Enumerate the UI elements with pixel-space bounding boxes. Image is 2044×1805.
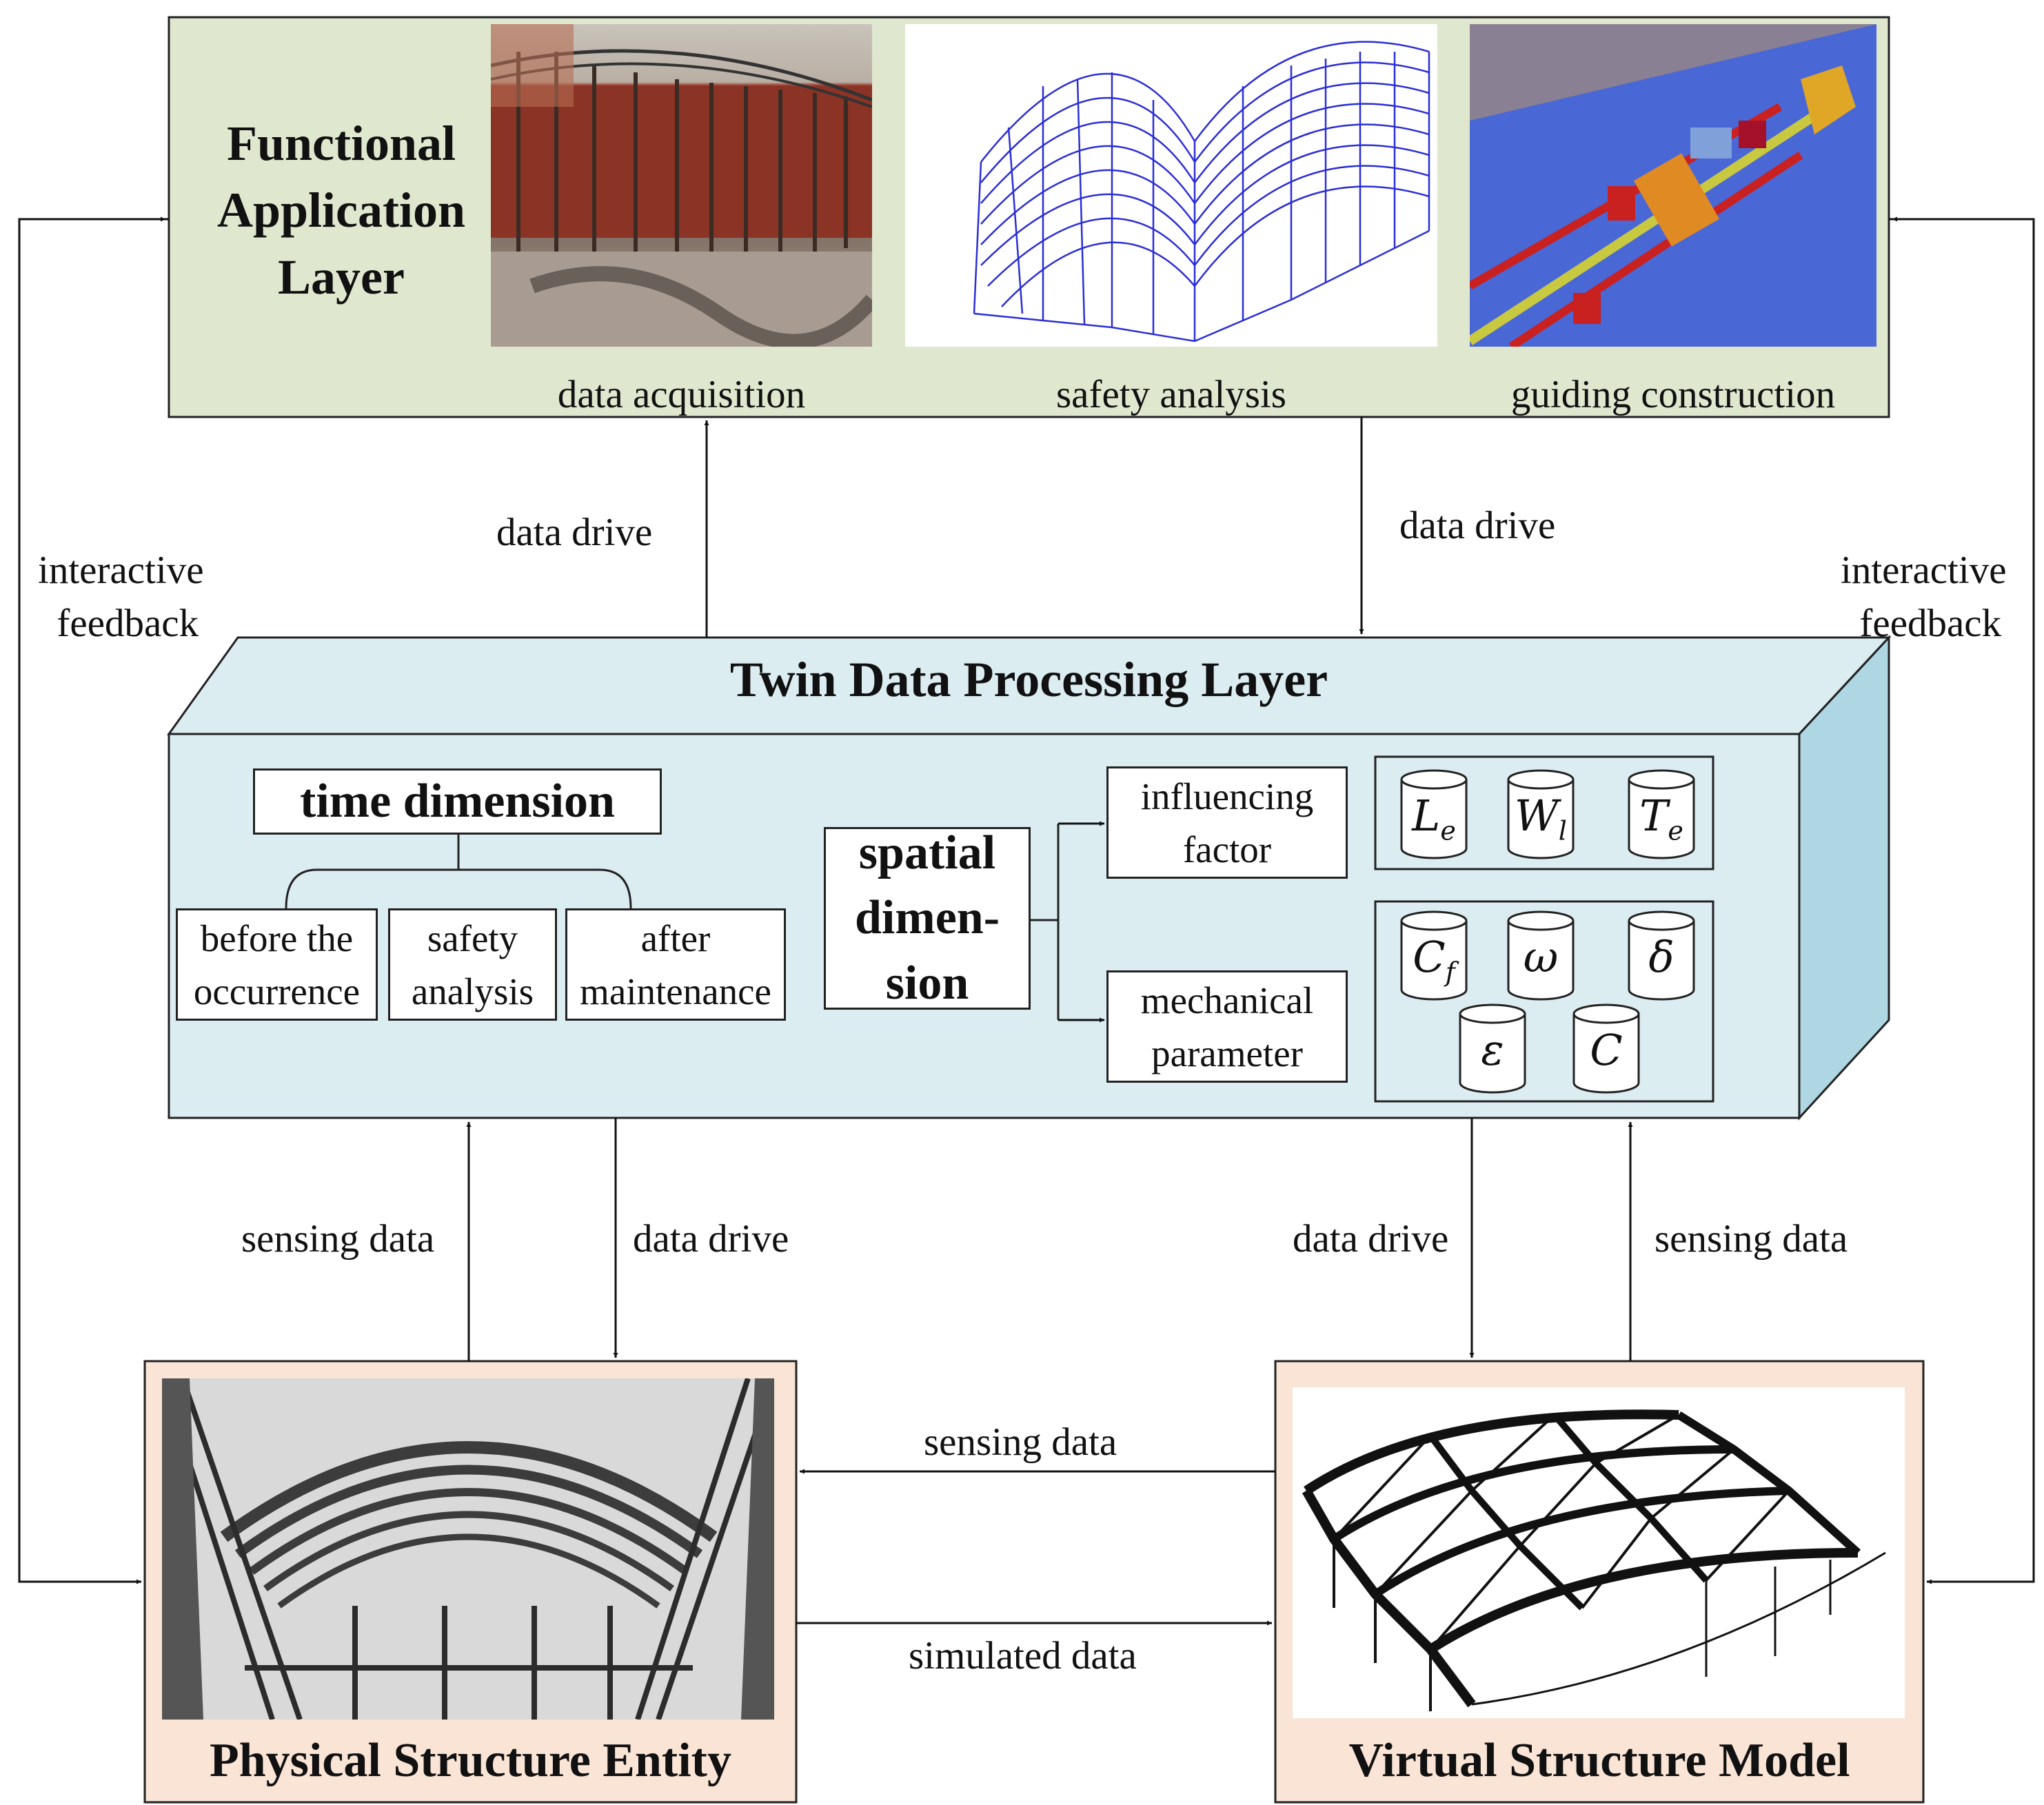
right-feedback-loop [1889, 218, 2035, 1584]
phase-before-line2: occurrence [193, 970, 361, 1012]
symbol-cylinder-mechanical-0: Cf [1399, 910, 1468, 1001]
phase-after-line2: maintenance [580, 970, 771, 1012]
spatial-branch [1031, 824, 1060, 1020]
label-twin-to-functional: data drive [496, 511, 653, 554]
phase-safety-analysis: safety analysis [388, 908, 557, 1021]
symbol-influencing-2: Te [1639, 791, 1683, 846]
phase-before-line1: before the [200, 917, 354, 959]
symbol-mechanical-0: Cf [1413, 932, 1455, 988]
symbol-cylinder-influencing-2: Te [1627, 768, 1696, 859]
symbol-mechanical-4: C [1590, 1025, 1623, 1075]
influencing-line1: influencing [1140, 775, 1314, 817]
influencing-factor-box: influencing factor [1106, 766, 1348, 879]
spatial-line1: spatial [858, 826, 996, 879]
label-functional-to-twin: data drive [1399, 504, 1556, 547]
functional-layer-title: Functional Application Layer [216, 116, 466, 305]
virtual-structure-model [1293, 1387, 1905, 1718]
symbol-influencing-0: Le [1412, 791, 1456, 846]
phase-safety-line2: analysis [411, 970, 534, 1012]
data-acquisition-caption: data acquisition [557, 373, 806, 416]
symbol-mechanical-2: δ [1648, 932, 1674, 982]
time-dimension-heading: time dimension [253, 768, 662, 835]
label-physical-to-virtual: simulated data [909, 1634, 1137, 1677]
label-twin-to-virtual: data drive [1293, 1217, 1449, 1261]
label-physical-to-twin: sensing data [241, 1217, 435, 1261]
left-feedback-line1: interactive [38, 549, 204, 592]
symbol-cylinder-mechanical-4: C [1572, 1003, 1641, 1094]
symbol-cylinder-influencing-0: Le [1399, 768, 1468, 859]
virtual-model-title: Virtual Structure Model [1348, 1734, 1850, 1787]
data-acquisition-photo [491, 24, 872, 347]
label-right-feedback: interactive feedback [1841, 544, 2007, 651]
physical-structure-photo [162, 1378, 774, 1720]
guiding-construction-render [1470, 24, 1876, 347]
guiding-construction-caption: guiding construction [1510, 373, 1836, 416]
symbol-cylinder-mechanical-3: ε [1458, 1003, 1527, 1094]
safety-analysis-caption: safety analysis [1056, 373, 1286, 416]
symbol-mechanical-1: ω [1523, 932, 1559, 982]
phase-after-maintenance: after maintenance [565, 908, 786, 1021]
mechanical-parameter-box: mechanical parameter [1106, 970, 1348, 1083]
mechanical-line2: parameter [1151, 1032, 1303, 1074]
right-feedback-line1: interactive [1841, 549, 2007, 592]
safety-analysis-wireframe [905, 24, 1437, 347]
time-bracket [285, 833, 632, 909]
symbol-influencing-1: Wl [1515, 791, 1567, 846]
label-twin-to-physical: data drive [633, 1217, 789, 1261]
symbol-cylinder-influencing-1: Wl [1506, 768, 1575, 859]
label-virtual-to-physical: sensing data [924, 1420, 1117, 1464]
symbol-cylinder-mechanical-2: δ [1627, 910, 1696, 1001]
influencing-line2: factor [1182, 828, 1272, 870]
left-feedback-loop [18, 218, 169, 1584]
symbol-mechanical-3: ε [1481, 1025, 1504, 1075]
twin-layer-title: Twin Data Processing Layer [729, 652, 1328, 707]
label-left-feedback: interactive feedback [38, 544, 204, 651]
phase-before-occurrence: before the occurrence [176, 908, 378, 1021]
label-virtual-to-twin: sensing data [1655, 1217, 1848, 1261]
phase-safety-line1: safety [427, 917, 518, 959]
physical-entity-title: Physical Structure Entity [209, 1734, 731, 1787]
left-feedback-line2: feedback [57, 601, 199, 645]
phase-after-line1: after [640, 917, 711, 959]
spatial-line2: dimen- [855, 891, 1000, 945]
symbol-cylinder-mechanical-1: ω [1506, 910, 1575, 1001]
spatial-dimension-heading: spatial dimen-sion [824, 826, 1031, 1010]
spatial-line3: sion [885, 956, 969, 1010]
mechanical-line1: mechanical [1140, 979, 1314, 1021]
right-feedback-line2: feedback [1859, 601, 2002, 645]
